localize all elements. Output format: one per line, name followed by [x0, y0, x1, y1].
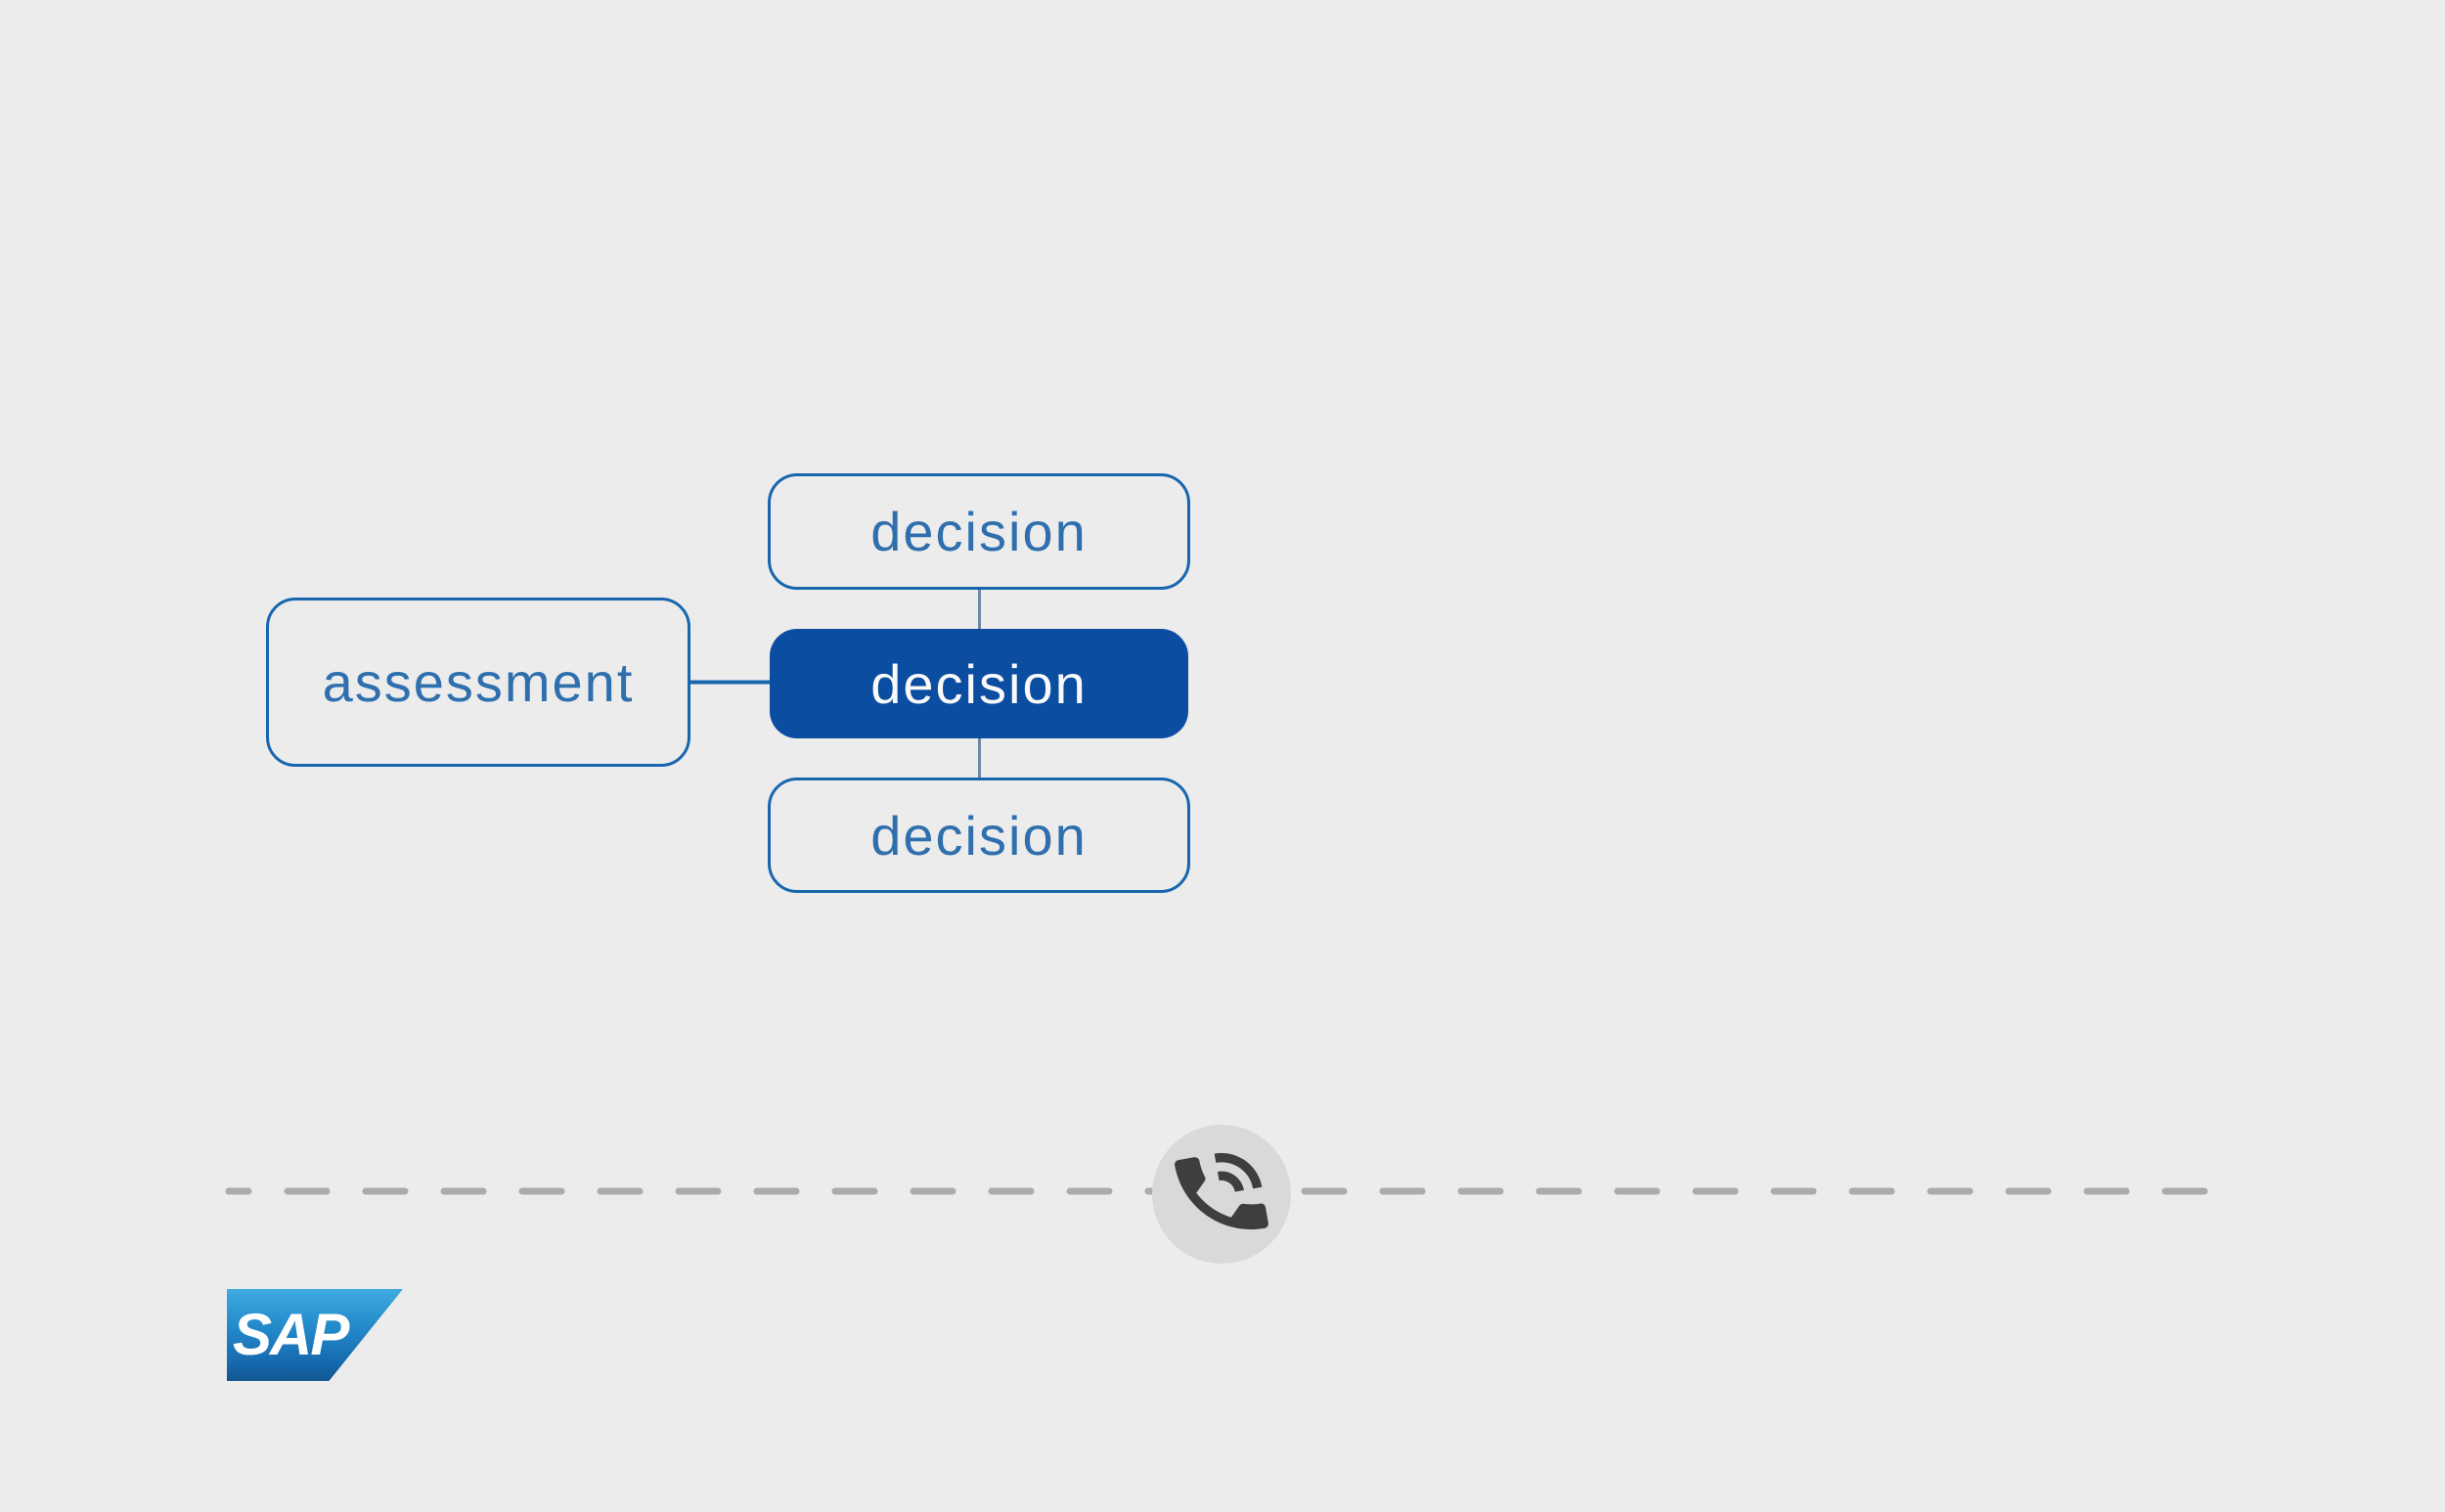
node-label: assessment: [322, 651, 635, 713]
sap-logo-text: SAP: [233, 1302, 349, 1367]
node-label: decision: [870, 804, 1088, 867]
phone-badge: [1152, 1125, 1291, 1264]
node-label: decision: [870, 652, 1088, 715]
node-decision-bottom: decision: [768, 778, 1190, 893]
phone-in-talk-icon: [1175, 1152, 1268, 1230]
node-decision-selected: decision: [770, 629, 1188, 738]
node-label: decision: [870, 501, 1088, 562]
sap-logo: SAP: [227, 1289, 403, 1381]
node-assessment: assessment: [266, 598, 690, 767]
node-decision-top: decision: [768, 473, 1190, 590]
